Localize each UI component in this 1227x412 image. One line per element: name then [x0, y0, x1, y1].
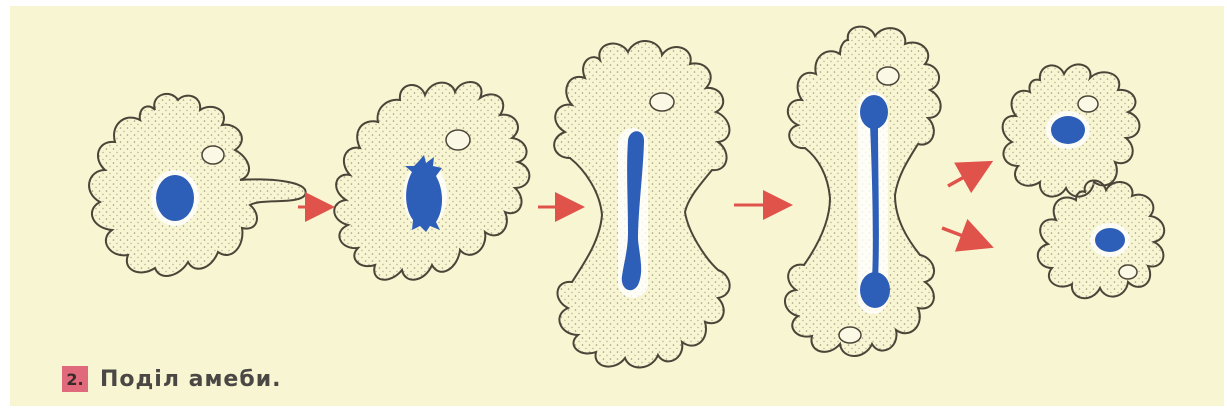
nucleus	[1095, 228, 1125, 252]
arrow-4a-icon	[948, 166, 984, 186]
amoeba-stage-2	[334, 82, 529, 280]
vacuole	[650, 93, 674, 111]
amoeba-stage-5a	[1003, 64, 1140, 196]
nucleus	[1051, 116, 1085, 144]
daughter-nucleus-bottom	[860, 272, 890, 308]
amoeba-stage-3	[554, 41, 729, 367]
vacuole	[877, 67, 899, 85]
arrow-4b-icon	[942, 228, 984, 244]
amoeba-stage-4	[785, 27, 941, 356]
vacuole	[839, 327, 861, 343]
amoeba-stage-5b	[1038, 180, 1164, 298]
vacuole	[202, 146, 224, 164]
amoeba-stage-1	[89, 94, 306, 276]
vacuole	[446, 130, 470, 150]
cell-membrane	[89, 94, 306, 276]
figure-number-badge: 2.	[62, 366, 88, 392]
nucleus	[156, 175, 194, 221]
figure-caption: 2. Поділ амеби.	[62, 364, 282, 394]
vacuole	[1078, 96, 1098, 112]
daughter-nucleus-top	[860, 95, 888, 129]
vacuole	[1119, 265, 1137, 279]
figure-caption-text: Поділ амеби.	[100, 367, 282, 392]
